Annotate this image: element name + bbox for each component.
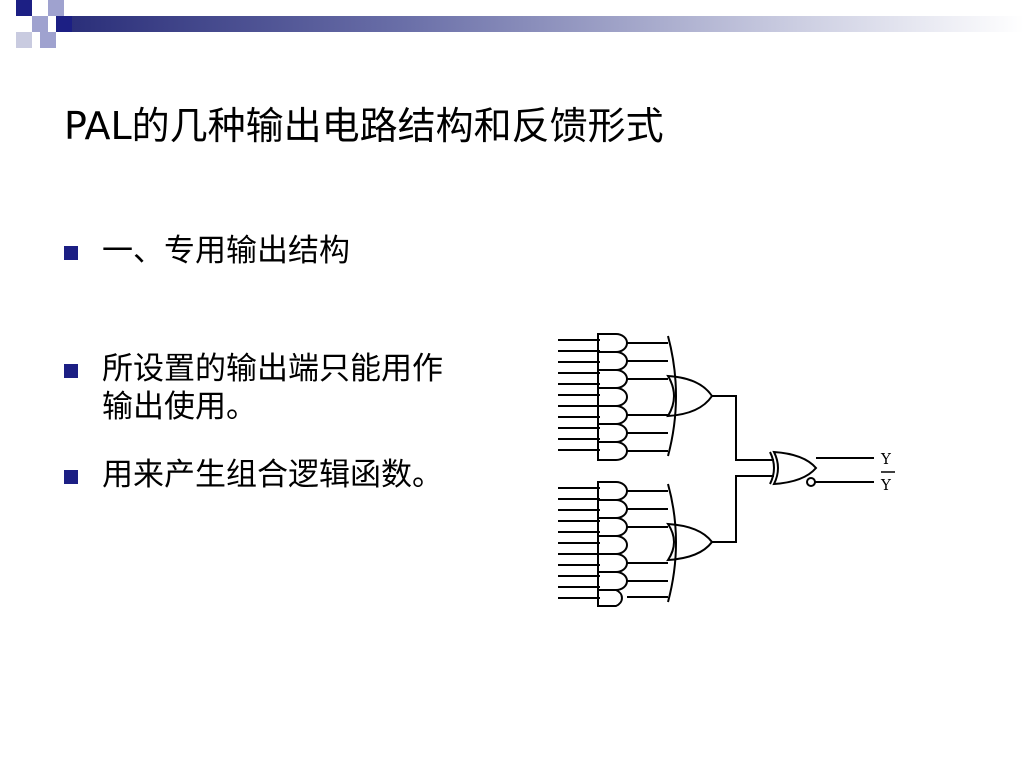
output-gate [769, 450, 818, 487]
bullet-square-icon [64, 246, 78, 260]
deco-square [16, 32, 32, 48]
output-lines [815, 457, 895, 483]
lower-and-output-lines [627, 483, 677, 603]
output-y-bar-label: Y [880, 476, 892, 494]
circuit-svg: Y Y [558, 333, 895, 607]
bullet-square-icon [64, 364, 78, 378]
pal-output-circuit-diagram: Y Y [550, 326, 910, 608]
header-decoration [0, 0, 1024, 60]
upper-and-gates [597, 333, 628, 461]
output-y-label: Y [880, 450, 892, 468]
bullet-square-icon [64, 470, 78, 484]
bullet-text: 用来产生组合逻辑函数。 [102, 457, 443, 493]
bullet-text: 所设置的输出端只能用作输出使用。 [102, 351, 443, 425]
slide-title: PAL的几种输出电路结构和反馈形式 [64, 104, 664, 148]
connecting-wires [712, 395, 774, 543]
upper-and-output-lines [627, 335, 677, 457]
deco-square [48, 0, 64, 16]
lower-or-gate [666, 522, 714, 562]
upper-or-gate [666, 374, 714, 418]
deco-square [56, 16, 72, 32]
lower-and-gates [597, 481, 628, 607]
bullet-item: 一、专用输出结构 [64, 232, 502, 270]
lower-input-lines [558, 487, 600, 599]
bullet-text: 一、专用输出结构 [102, 233, 350, 269]
deco-square [16, 0, 32, 16]
header-gradient-bar [72, 16, 1024, 32]
deco-square [40, 32, 56, 48]
bullet-item: 所设置的输出端只能用作输出使用。 [64, 350, 472, 426]
deco-square [32, 16, 48, 32]
bullet-item: 用来产生组合逻辑函数。 [64, 456, 472, 494]
upper-input-lines [558, 339, 600, 451]
